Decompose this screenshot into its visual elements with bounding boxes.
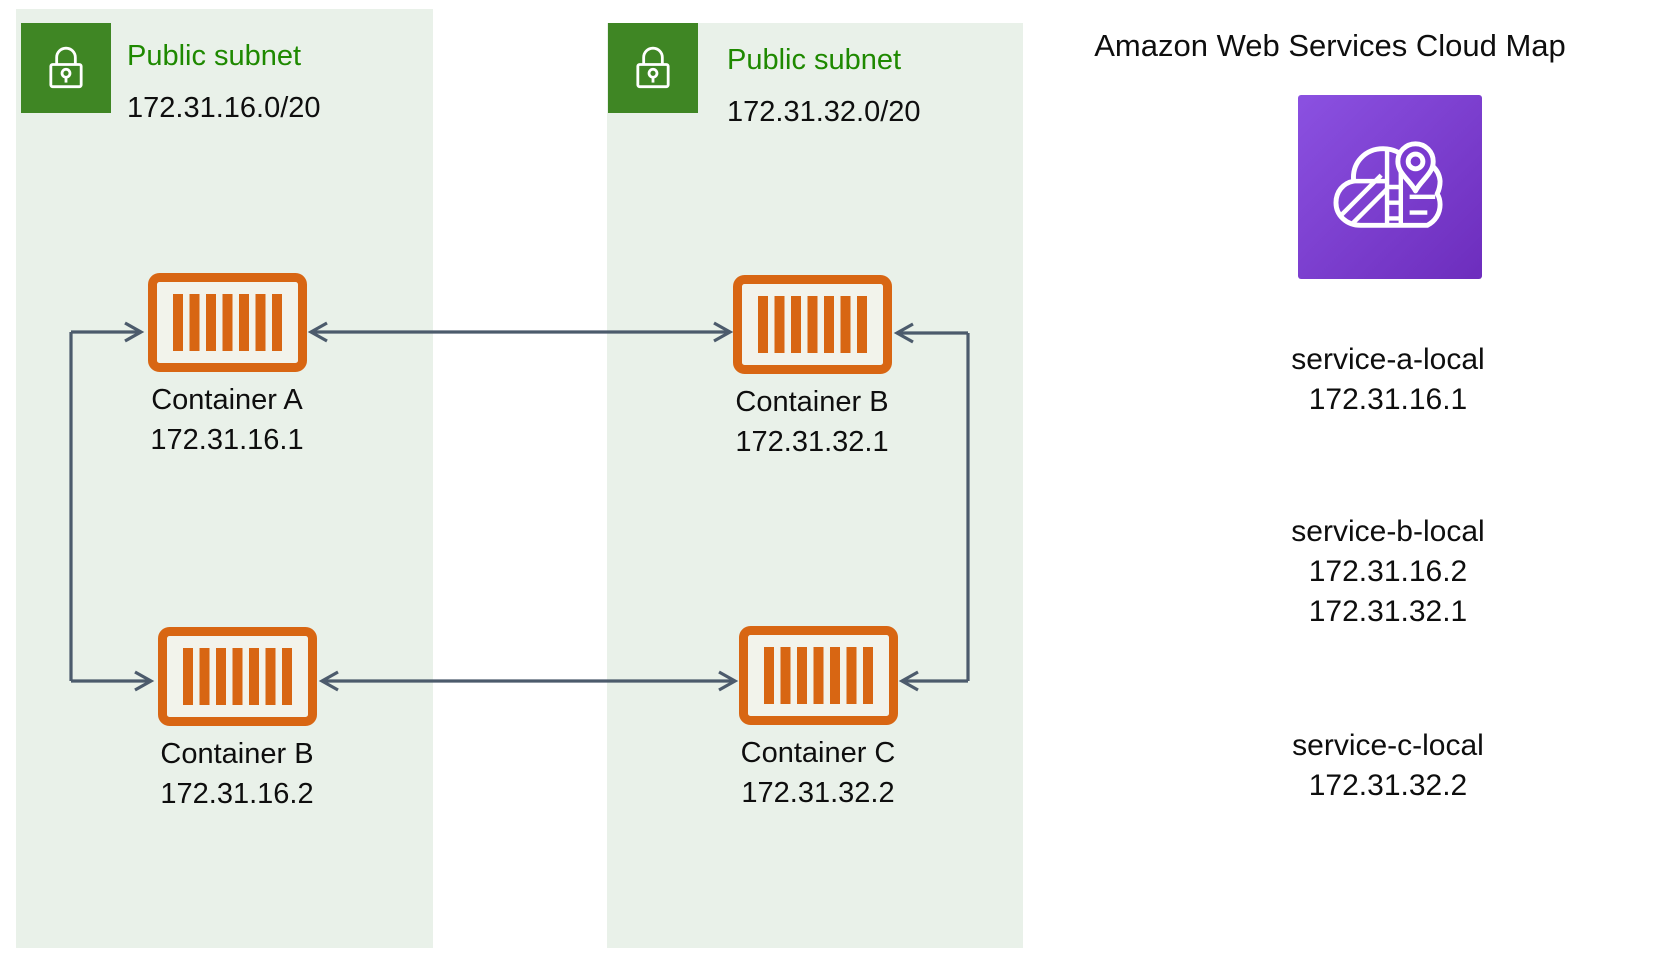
lock-icon xyxy=(49,46,83,89)
container-node: Container B 172.31.32.1 xyxy=(692,275,932,462)
container-ip: 172.31.32.2 xyxy=(741,777,895,809)
container-node: Container A 172.31.16.1 xyxy=(107,273,347,460)
service-entry: service-a-local 172.31.16.1 xyxy=(1120,340,1656,420)
service-entry: service-c-local 172.31.32.2 xyxy=(1120,726,1656,806)
container-node: Container C 172.31.32.2 xyxy=(698,626,938,813)
container-node: Container B 172.31.16.2 xyxy=(117,627,357,814)
cloud-map-glyph xyxy=(1333,141,1443,228)
container-ip: 172.31.16.2 xyxy=(160,778,314,810)
container-name: Container B xyxy=(160,738,314,770)
service-ip: 172.31.16.2 xyxy=(1308,555,1468,588)
container-ip: 172.31.32.1 xyxy=(735,426,889,458)
container-ip: 172.31.16.1 xyxy=(150,424,304,456)
public-subnet-lock-badge xyxy=(608,23,698,113)
subnet-box-2 xyxy=(607,23,1023,948)
subnet-box-1 xyxy=(16,9,433,948)
subnet-header-2: Public subnet 172.31.32.0/20 xyxy=(727,34,921,138)
subnet-cidr: 172.31.32.0/20 xyxy=(727,96,921,128)
service-name: service-c-local xyxy=(1292,729,1484,762)
service-name: service-b-local xyxy=(1291,515,1485,548)
subnet-label: Public subnet xyxy=(727,44,902,76)
container-name: Container C xyxy=(740,737,896,769)
aws-cloud-map-icon xyxy=(1298,95,1482,279)
service-ip: 172.31.32.2 xyxy=(1308,769,1468,802)
service-ip: 172.31.32.1 xyxy=(1308,595,1468,628)
subnet-label: Public subnet xyxy=(127,40,302,72)
container-name: Container A xyxy=(151,384,303,416)
service-name: service-a-local xyxy=(1291,343,1485,376)
service-ip: 172.31.16.1 xyxy=(1308,383,1468,416)
subnet-cidr: 172.31.16.0/20 xyxy=(127,92,321,124)
container-icon xyxy=(157,627,317,726)
container-name: Container B xyxy=(735,386,889,418)
cloud-map-title: Amazon Web Services Cloud Map xyxy=(1094,28,1566,63)
container-icon xyxy=(732,275,892,374)
subnet-header-1: Public subnet 172.31.16.0/20 xyxy=(127,30,321,134)
container-icon xyxy=(147,273,307,372)
service-entry: service-b-local 172.31.16.2 172.31.32.1 xyxy=(1120,512,1656,632)
lock-icon xyxy=(636,46,670,89)
public-subnet-lock-badge xyxy=(21,23,111,113)
container-icon xyxy=(738,626,898,725)
